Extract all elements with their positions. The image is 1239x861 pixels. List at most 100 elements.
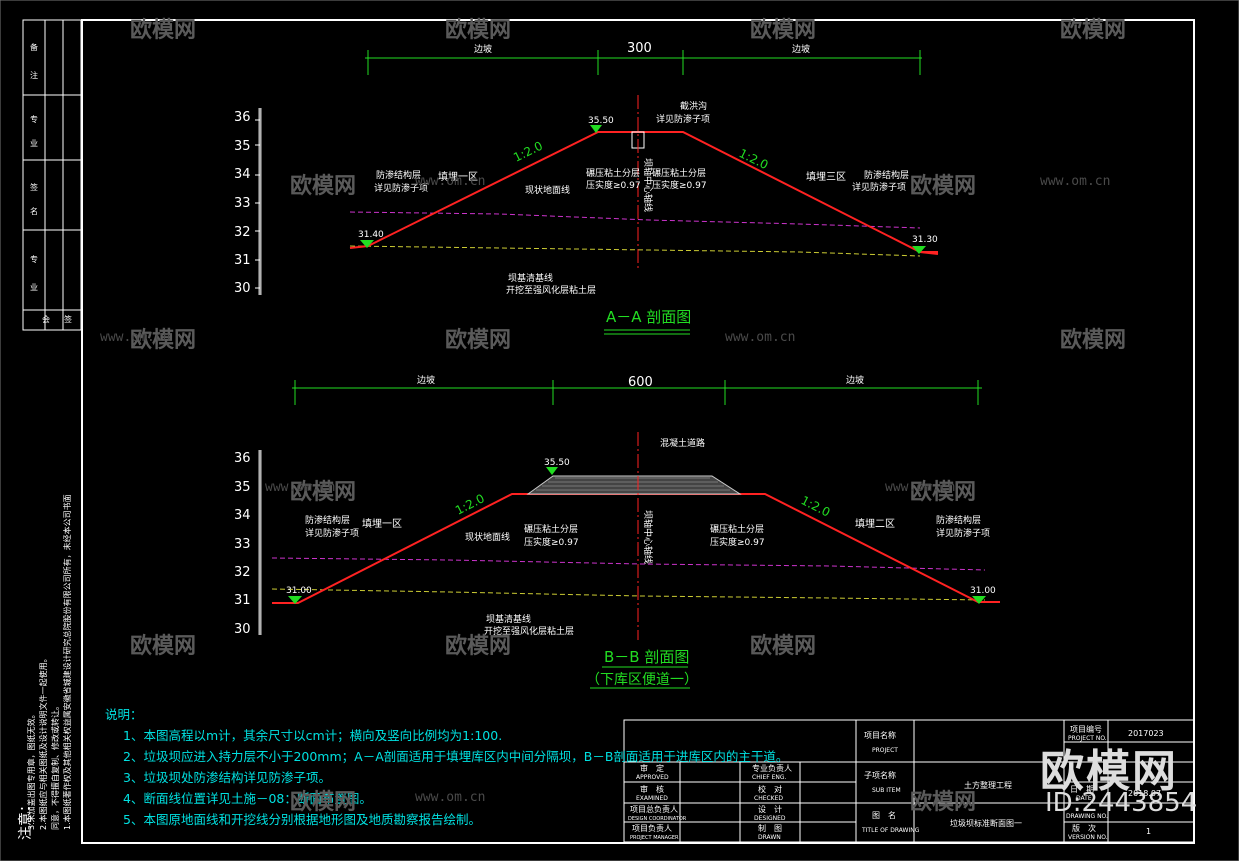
note-item: 5、本图原地面线和开挖线分别根据地形图及地质勘察报告绘制。 xyxy=(123,812,481,827)
bb-left-marker xyxy=(288,596,302,604)
bb-liner-left: 详见防渗子项 xyxy=(305,527,359,539)
bb-zone-right: 填埋二区 xyxy=(855,517,895,530)
tb-drawingno-en: DRAWING NO. xyxy=(1066,813,1108,820)
margin-stamp-table xyxy=(22,19,82,331)
bb-fill-right: 压实度≥0.97 xyxy=(710,536,765,548)
tb-examined-cn: 审 核 xyxy=(640,784,664,794)
aa-right-marker xyxy=(912,246,926,254)
section-bb: 边坡 600 边坡 36 35 34 33 32 31 30 35 xyxy=(234,374,1000,689)
bb-right-marker xyxy=(972,596,986,604)
aa-elev-tick: 30 xyxy=(234,281,251,296)
stamp-label: 专 xyxy=(30,114,38,124)
watermark-brand: 欧模网 xyxy=(290,790,357,815)
notes-heading: 说明： xyxy=(105,707,143,722)
stamp-label: 专 xyxy=(30,254,38,264)
margin-note: 1.本图纸著作权及其他相关权益属安徽省城建设计研究总院股份有限公司所有，未经本公… xyxy=(62,494,72,830)
bb-liner-right: 详见防渗子项 xyxy=(936,527,990,539)
bb-ground-label: 现状地面线 xyxy=(465,531,510,543)
bb-liner-right: 防渗结构层 xyxy=(936,514,981,526)
bb-slope-left: 1:2.0 xyxy=(453,491,487,517)
tb-checked-cn: 校 对 xyxy=(758,784,782,794)
aa-fill-left: 压实度≥0.97 xyxy=(586,179,641,191)
bb-elev-tick: 34 xyxy=(234,508,251,523)
bb-elev-tick: 31 xyxy=(234,593,251,608)
bb-dim-right: 边坡 xyxy=(846,374,864,386)
margin-note: 同意，不得擅自复制、修改或转让。 xyxy=(50,702,60,830)
note-item: 2、垃圾坝应进入持力层不小于200mm；A－A剖面适用于填埋库区内中间分隔坝，B… xyxy=(123,749,789,764)
tb-subitem-value: 土方整理工程 xyxy=(964,780,1012,790)
bb-liner-left: 防渗结构层 xyxy=(305,514,350,526)
aa-left-marker xyxy=(360,240,374,248)
watermark-brand: 欧模网 xyxy=(445,634,512,659)
aa-ditch-label: 详见防渗子项 xyxy=(656,113,710,125)
aa-fill-right: 碾压粘土分层 xyxy=(652,167,706,179)
bb-left-elev: 31.00 xyxy=(286,586,312,596)
aa-centerline-label: 坝轴中心轴线 xyxy=(642,158,654,212)
watermark-url: www.om.cn xyxy=(265,480,336,495)
watermark-brand: 欧模网 xyxy=(910,480,977,505)
watermark-brand: 欧模网 xyxy=(1060,328,1127,353)
watermark-url: www.om.cn xyxy=(415,174,486,189)
aa-elev-tick: 32 xyxy=(234,225,251,240)
watermark-brand: 欧模网 xyxy=(910,790,977,815)
aa-ditch-label: 截洪沟 xyxy=(680,100,707,112)
tb-design-cn: 设 计 xyxy=(758,804,782,814)
stamp-label: 会 xyxy=(42,314,50,324)
tb-subitem-en: SUB ITEM xyxy=(872,787,901,794)
watermark-brand: 欧模网 xyxy=(290,480,357,505)
aa-liner-left: 防渗结构层 xyxy=(376,169,421,181)
tb-projno-value: 2017023 xyxy=(1128,729,1164,738)
aa-elev-tick: 31 xyxy=(234,253,251,268)
aa-liner-left: 详见防渗子项 xyxy=(374,182,428,194)
tb-date-en: DATE xyxy=(1076,795,1092,802)
tb-version-cn: 版 次 xyxy=(1072,823,1096,833)
margin-note-title: 注意： xyxy=(17,798,34,840)
margin-note: 3.未加盖出图专用章，图纸无效。 xyxy=(26,710,36,830)
aa-dim-right: 边坡 xyxy=(792,43,810,55)
stamp-label: 签 xyxy=(30,182,38,192)
title-block xyxy=(623,719,1195,843)
bb-elev-tick: 36 xyxy=(234,451,251,466)
stamp-label: 业 xyxy=(30,138,38,148)
tb-date-cn: 日 期 xyxy=(1070,785,1094,794)
bb-road-pavement xyxy=(526,475,742,495)
aa-left-elev: 31.40 xyxy=(358,230,384,240)
bb-title: B－B 剖面图 xyxy=(604,648,689,666)
aa-clear-label: 坝基清基线 xyxy=(508,272,553,284)
tb-manager-en: PROJECT MANAGER xyxy=(630,835,679,841)
watermark-brand: 欧模网 xyxy=(750,18,817,43)
watermark-url: www.om.cn xyxy=(1040,174,1111,189)
tb-drawing-cn: 图 名 xyxy=(872,810,896,820)
bb-clearing-line xyxy=(271,588,986,601)
aa-zone-right: 填埋三区 xyxy=(806,170,846,183)
note-item: 4、断面线位置详见土施－08：断面布置图。 xyxy=(123,791,372,806)
tb-projno-cn: 项目编号 xyxy=(1070,724,1102,734)
bb-top-marker xyxy=(546,467,558,475)
aa-clear-label: 开挖至强风化层粘土层 xyxy=(506,284,596,296)
bb-top-elev: 35.50 xyxy=(544,458,570,468)
stamp-label: 业 xyxy=(30,282,38,292)
tb-coordinator-cn: 项目总负责人 xyxy=(630,804,678,814)
watermark-brand: 欧模网 xyxy=(445,18,512,43)
design-notes: 说明： 1、本图高程以m计，其余尺寸以cm计；横向及竖向比例均为1:100. 2… xyxy=(105,704,788,830)
aa-elev-tick: 34 xyxy=(234,167,251,182)
tb-coordinator-en: DESIGN COORDINATOR xyxy=(628,816,687,822)
tb-version-en: VERSION NO. xyxy=(1068,834,1108,841)
tb-drawing-en: TITLE OF DRAWING xyxy=(861,827,920,834)
aa-liner-right: 防渗结构层 xyxy=(864,169,909,181)
bb-elev-tick: 30 xyxy=(234,622,251,637)
aa-ground-line xyxy=(349,211,921,229)
bb-fill-left: 压实度≥0.97 xyxy=(524,536,579,548)
tb-examined-en: EXAMINED xyxy=(636,795,668,802)
tb-manager-cn: 项目负责人 xyxy=(632,823,672,833)
watermark-brand: 欧模网 xyxy=(290,174,357,199)
watermark-url: www.om.cn xyxy=(885,480,956,495)
watermark-brand: 欧模网 xyxy=(910,174,977,199)
bb-centerline-label: 坝轴中心轴线 xyxy=(642,510,654,564)
stamp-label: 名 xyxy=(30,206,38,216)
bb-dim-left: 边坡 xyxy=(417,374,435,386)
tb-checked-en: CHECKED xyxy=(754,795,783,802)
tb-project-en: PROJECT xyxy=(872,747,898,754)
bb-dim-total: 600 xyxy=(628,375,653,390)
